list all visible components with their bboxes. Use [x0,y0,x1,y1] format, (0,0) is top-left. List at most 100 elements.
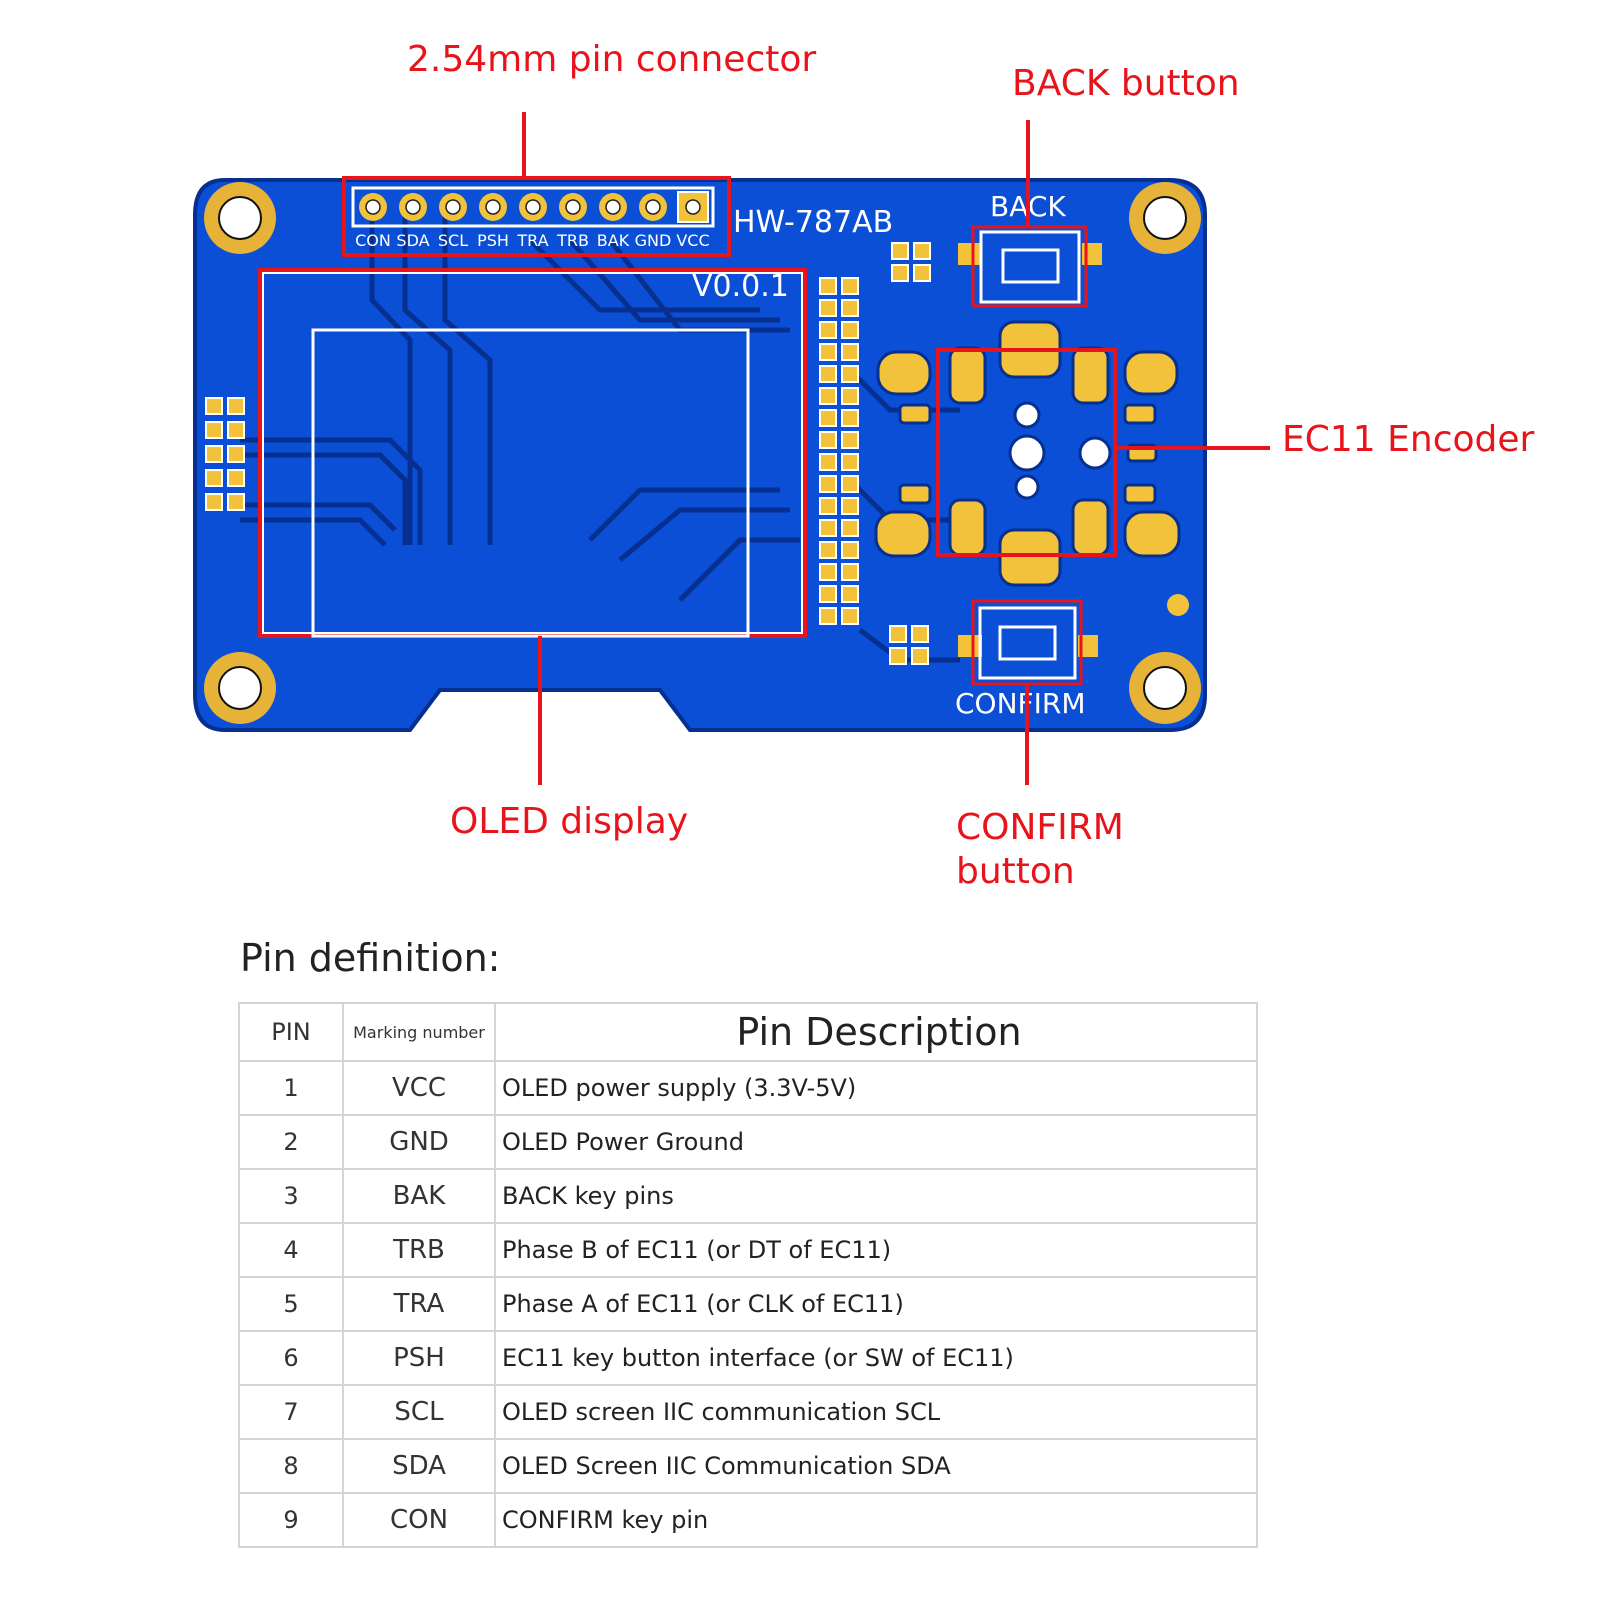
side-pad [227,469,245,487]
fpc-pads [819,277,859,625]
ec11-encoder-highlight [936,348,1117,557]
oled-display-outline [262,272,803,634]
pin-silk-label: PSH [477,231,509,250]
table-header-row: PIN Marking number Pin Description [238,1002,1258,1062]
fpc-pad [841,607,859,625]
fpc-pad [819,585,837,603]
header-pin: PIN [238,1002,344,1062]
header-pin-hole [525,199,541,215]
pin-connector-highlight [342,176,731,257]
fpc-pad [819,475,837,493]
fpc-pad [841,497,859,515]
cell-description: OLED Screen IIC Communication SDA [494,1438,1258,1494]
callout-confirm-button: CONFIRM button [956,806,1124,894]
callout-confirm-line2: button [956,851,1075,892]
fpc-pad [841,321,859,339]
header-pin-hole [685,199,701,215]
mounting-holes [204,182,1201,724]
fpc-pad [819,365,837,383]
cell-marking: SDA [342,1438,496,1494]
header-pin-hole [445,199,461,215]
pin-silk-label: GND [635,231,672,250]
side-pad [227,421,245,439]
callout-ec11-encoder: EC11 Encoder [1282,419,1535,460]
cell-marking: SCL [342,1384,496,1440]
cell-marking: TRA [342,1276,496,1332]
fpc-pad [841,277,859,295]
cell-description: CONFIRM key pin [494,1492,1258,1548]
header-pin-hole [485,199,501,215]
fpc-pad [841,453,859,471]
side-pad [205,469,223,487]
cell-description: Phase B of EC11 (or DT of EC11) [494,1222,1258,1278]
cell-description: OLED Power Ground [494,1114,1258,1170]
fpc-pad [819,453,837,471]
fpc-pad [841,409,859,427]
header-pin-hole [645,199,661,215]
cell-pin: 5 [238,1276,344,1332]
header-description: Pin Description [494,1002,1258,1062]
fpc-pad [819,563,837,581]
fpc-pad [819,299,837,317]
cell-marking: CON [342,1492,496,1548]
fpc-pad [841,585,859,603]
fpc-pad [841,563,859,581]
cell-pin: 3 [238,1168,344,1224]
cell-pin: 7 [238,1384,344,1440]
side-pad [227,445,245,463]
cell-marking: BAK [342,1168,496,1224]
cell-description: OLED screen IIC communication SCL [494,1384,1258,1440]
pin-silk-label: TRB [556,231,589,250]
cell-pin: 2 [238,1114,344,1170]
side-pad [227,493,245,511]
cell-pin: 4 [238,1222,344,1278]
fpc-pad [819,321,837,339]
callout-leader-lines [522,112,1270,785]
fpc-pad [819,497,837,515]
board-model-label: HW-787AB [733,205,893,240]
cell-pin: 8 [238,1438,344,1494]
cell-pin: 6 [238,1330,344,1386]
pin-silk-label: SCL [438,231,468,250]
header-pin-hole [605,199,621,215]
fpc-pad [819,431,837,449]
oled-active-area [311,328,750,638]
pin-definition-title: Pin definition: [240,936,501,980]
callout-confirm-line1: CONFIRM [956,807,1124,848]
cell-description: Phase A of EC11 (or CLK of EC11) [494,1276,1258,1332]
fpc-pad [819,607,837,625]
fpc-pad [841,387,859,405]
cell-marking: TRB [342,1222,496,1278]
callout-pin-connector: 2.54mm pin connector [407,39,817,80]
header-pin-hole [365,199,381,215]
board-version-label: V0.0.1 [692,269,789,304]
side-pad [205,445,223,463]
cell-pin: 9 [238,1492,344,1548]
fpc-pad [841,475,859,493]
pin-silk-label: BAK [597,231,630,250]
fpc-pad [819,277,837,295]
fpc-pad [819,541,837,559]
cell-description: BACK key pins [494,1168,1258,1224]
fpc-pad [819,409,837,427]
fpc-pad [819,343,837,361]
cell-description: EC11 key button interface (or SW of EC11… [494,1330,1258,1386]
callout-oled-display: OLED display [450,801,689,842]
fpc-pad [819,519,837,537]
pin-silk-label: TRA [516,231,548,250]
fpc-pad [841,431,859,449]
header-pin-hole [565,199,581,215]
side-pad [227,397,245,415]
pin-silk-label: VCC [676,231,709,250]
cell-marking: GND [342,1114,496,1170]
